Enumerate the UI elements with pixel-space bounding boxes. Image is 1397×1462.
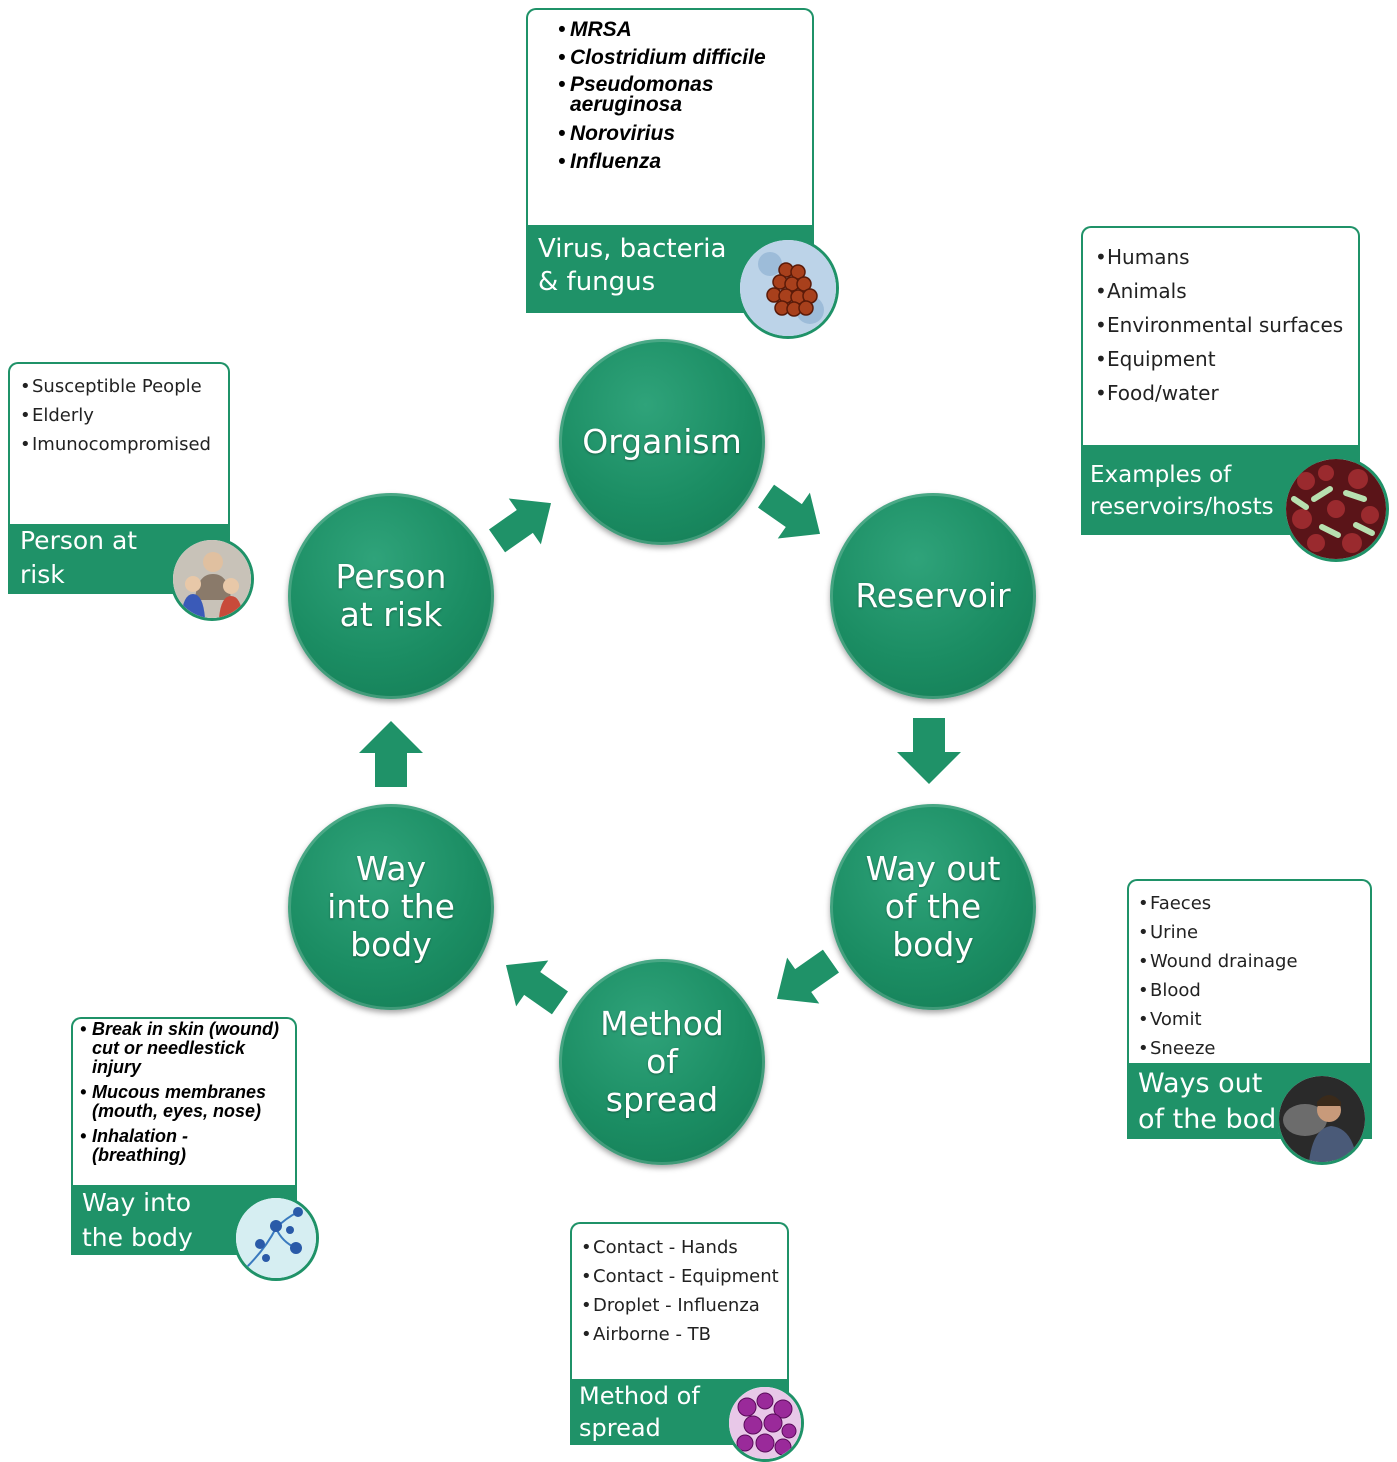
list-item: Airborne - TB xyxy=(581,1320,787,1349)
list-item: Elderly xyxy=(20,401,228,430)
microbe-cluster-icon xyxy=(726,1384,804,1462)
cycle-node-label: Way out of the body xyxy=(865,849,1001,964)
list-item: Wound drainage xyxy=(1138,947,1370,976)
list-item: Break in skin (wound) cut or needlestick… xyxy=(80,1020,295,1077)
arrow-reservoir-to-way-out-icon xyxy=(897,718,961,784)
arrow-way-into-to-person-icon xyxy=(359,721,423,787)
list-item: Droplet - Influenza xyxy=(581,1291,787,1320)
arrow-person-to-organism-icon xyxy=(481,480,567,564)
card-banner-title: Virus, bacteria & fungus xyxy=(538,234,727,297)
way-out-card: Faeces Urine Wound drainage Blood Vomit … xyxy=(1127,879,1372,1139)
cycle-node-method: Method of spread xyxy=(559,959,765,1165)
arrow-way-out-to-method-icon xyxy=(761,938,847,1022)
list-item: Faeces xyxy=(1138,889,1370,918)
cycle-node-reservoir: Reservoir xyxy=(830,493,1036,699)
list-item: Food/water xyxy=(1095,376,1358,410)
cycle-node-way-out: Way out of the body xyxy=(830,804,1036,1010)
cycle-node-way-into: Way into the body xyxy=(288,804,494,1010)
list-item: Vomit xyxy=(1138,1005,1370,1034)
card-banner-title: Ways out of the body xyxy=(1138,1068,1293,1135)
grandparent-children-icon xyxy=(170,537,254,621)
bacteria-cells-icon xyxy=(1283,456,1389,562)
list-item: Humans xyxy=(1095,240,1358,274)
cycle-node-label: Method of spread xyxy=(600,1004,724,1119)
list-item: Equipment xyxy=(1095,342,1358,376)
cycle-node-organism: Organism xyxy=(559,339,765,545)
list-item: Animals xyxy=(1095,274,1358,308)
way-into-card: Break in skin (wound) cut or needlestick… xyxy=(71,1017,297,1255)
list-item: Pseudomonas aeruginosa xyxy=(558,74,770,115)
list-item: Contact - Equipment xyxy=(581,1262,787,1291)
way-into-examples-list: Break in skin (wound) cut or needlestick… xyxy=(73,1019,295,1165)
cycle-node-label: Person at risk xyxy=(335,557,447,634)
fungal-spores-icon xyxy=(233,1195,319,1281)
cycle-node-label: Way into the body xyxy=(327,849,455,964)
list-item: Imunocompromised xyxy=(20,430,228,459)
list-item: Inhalation - (breathing) xyxy=(80,1127,242,1165)
card-banner-title: Person at risk xyxy=(20,526,138,589)
list-item: Urine xyxy=(1138,918,1370,947)
arrow-method-to-way-into-icon xyxy=(490,942,576,1026)
list-item: Influenza xyxy=(558,151,812,174)
list-item: Blood xyxy=(1138,976,1370,1005)
method-examples-list: Contact - Hands Contact - Equipment Drop… xyxy=(572,1224,787,1349)
cycle-node-label: Reservoir xyxy=(855,576,1011,616)
person-examples-list: Susceptible People Elderly Imunocompromi… xyxy=(10,364,228,459)
list-item: Environmental surfaces xyxy=(1095,308,1358,342)
cycle-node-person: Person at risk xyxy=(288,493,494,699)
list-item: MRSA xyxy=(558,19,812,42)
list-item: Norovirius xyxy=(558,123,812,146)
list-item: Susceptible People xyxy=(20,372,228,401)
way-out-examples-list: Faeces Urine Wound drainage Blood Vomit … xyxy=(1129,881,1370,1063)
sneezing-person-icon xyxy=(1276,1073,1368,1165)
card-banner-title: Method of spread xyxy=(579,1382,700,1442)
list-item: Sneeze xyxy=(1138,1034,1370,1063)
reservoir-examples-list: Humans Animals Environmental surfaces Eq… xyxy=(1083,228,1358,410)
virus-particles-icon xyxy=(737,237,839,339)
list-item: Mucous membranes (mouth, eyes, nose) xyxy=(80,1083,295,1121)
card-banner-title: Way into the body xyxy=(82,1188,193,1252)
cycle-node-label: Organism xyxy=(582,422,742,462)
arrow-organism-to-reservoir-icon xyxy=(750,473,836,557)
organism-examples-list: MRSA Clostridium difficile Pseudomonas a… xyxy=(528,10,812,174)
card-banner-title: Examples of reservoirs/hosts xyxy=(1090,462,1274,520)
list-item: Contact - Hands xyxy=(581,1233,787,1262)
person-card: Susceptible People Elderly Imunocompromi… xyxy=(8,362,230,594)
person-card-banner: Person at risk xyxy=(8,524,230,594)
list-item: Clostridium difficile xyxy=(558,47,812,70)
